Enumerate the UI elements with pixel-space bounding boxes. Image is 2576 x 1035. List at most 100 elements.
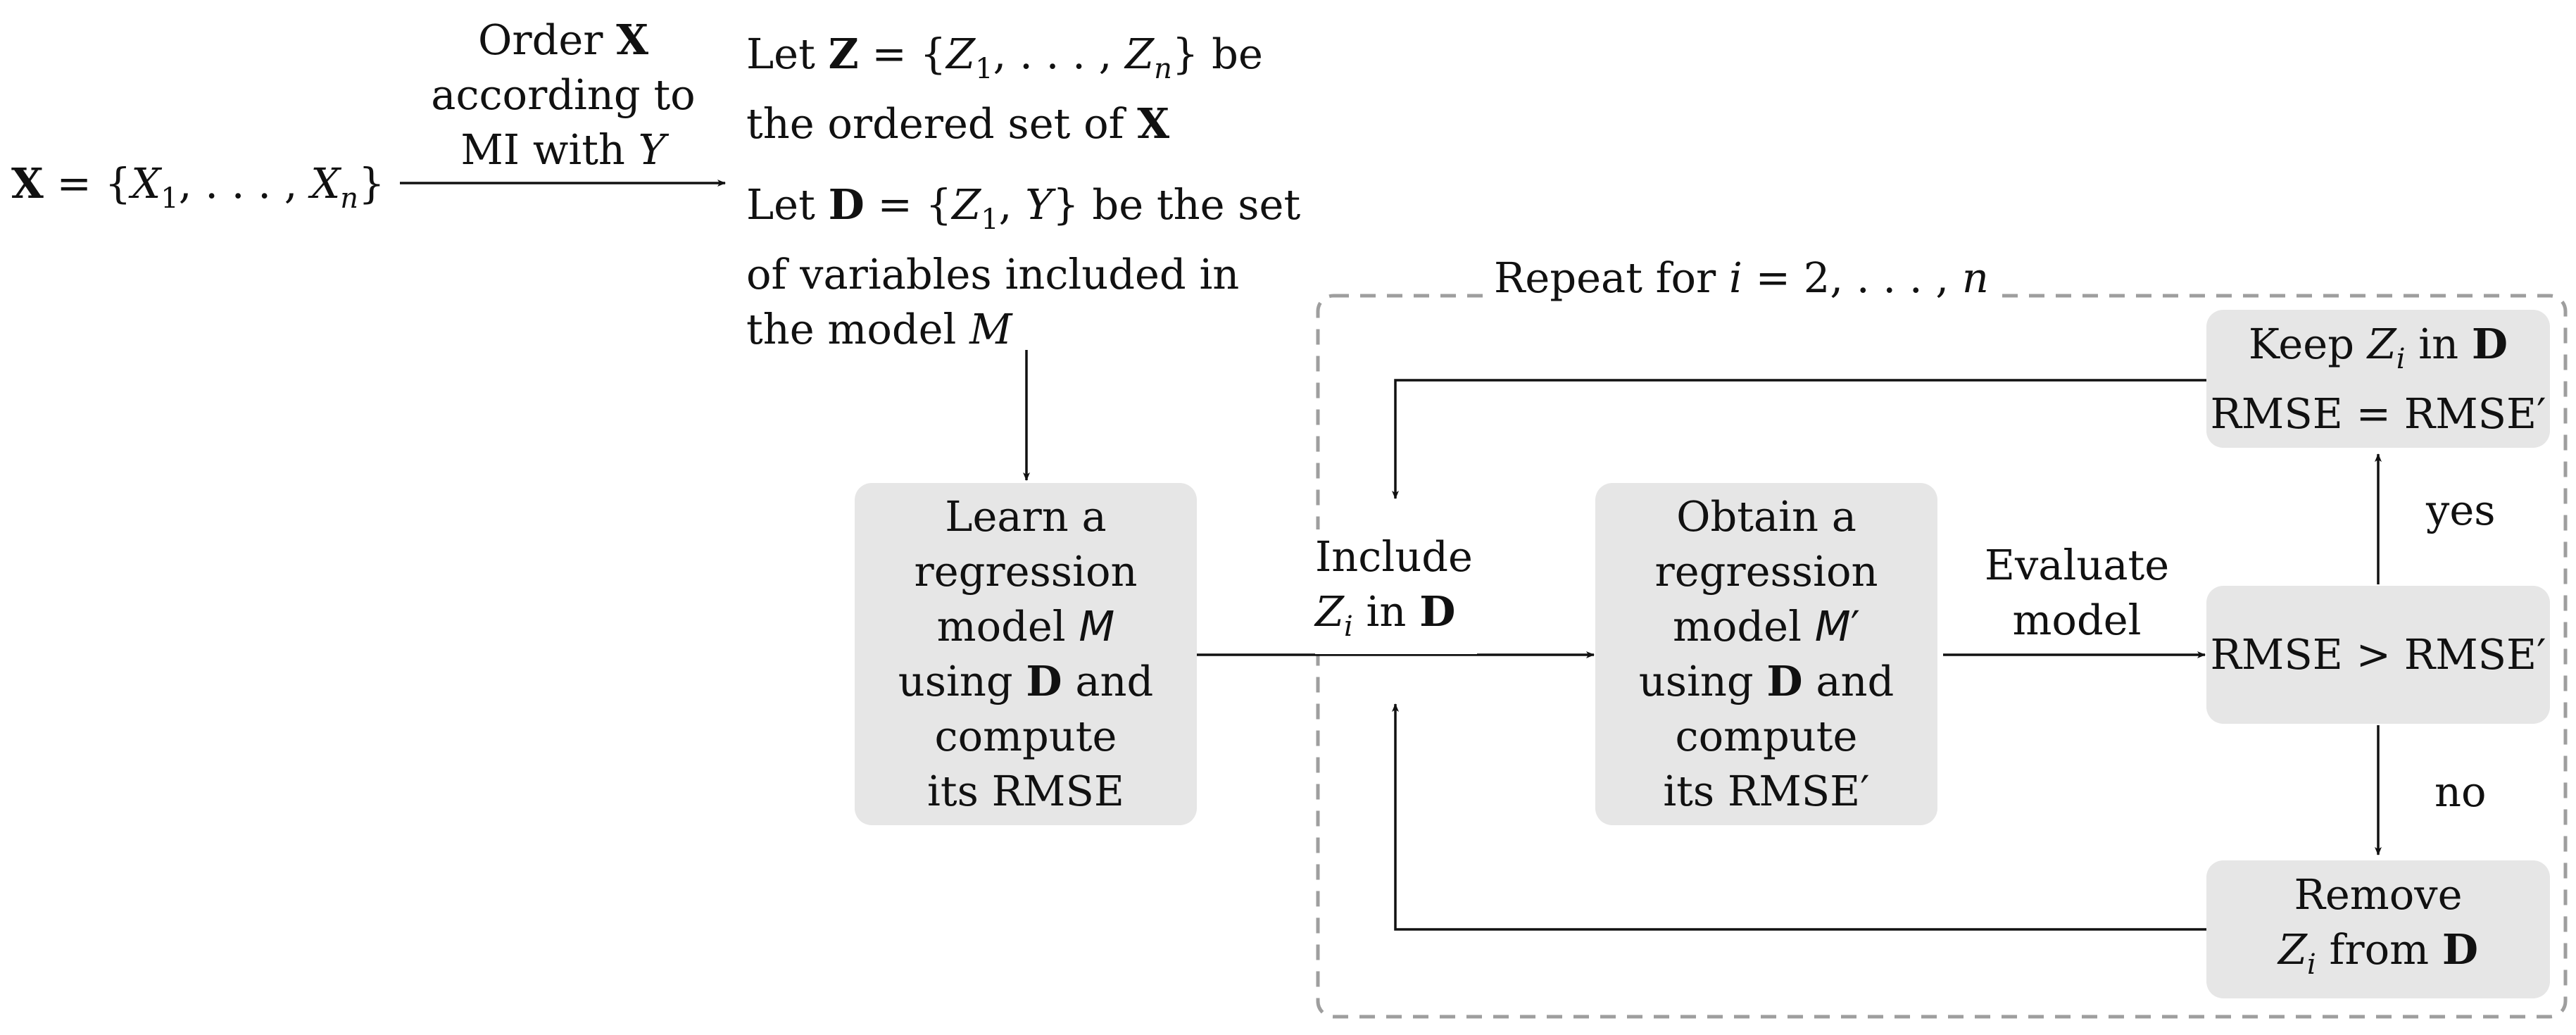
learn-line-3-text: model <box>936 602 1079 651</box>
evaluate-label: Evaluate model <box>1950 538 2204 648</box>
order-line-3: MI with Y <box>394 123 732 177</box>
obtain-line-3-text: model <box>1672 602 1815 651</box>
loop-label-text: Repeat for <box>1494 253 1729 302</box>
remove-line-2: Zi from D <box>2278 922 2478 992</box>
remove-z-sub: i <box>2307 948 2316 981</box>
input-xn: X <box>310 159 341 208</box>
obtain-line-1: Obtain a <box>1676 492 1856 541</box>
z-def-var: Z <box>828 30 859 78</box>
arrow-keep-back-to-include <box>1392 379 2206 499</box>
order-line-1-var: X <box>616 15 648 64</box>
learn-model-symbol: M <box>1079 602 1115 651</box>
include-z: Z <box>1315 587 1344 636</box>
loop-label-var: i <box>1728 253 1742 302</box>
obtain-line-4: using D and <box>1639 654 1895 709</box>
input-separator: , . . . , <box>178 159 311 208</box>
loop-label-n: n <box>1961 253 1989 302</box>
repeat-loop-region <box>1316 294 2568 1019</box>
evaluate-line-1: Evaluate <box>1984 541 2170 589</box>
learn-line-6: its RMSE <box>927 767 1124 815</box>
include-in: in <box>1352 587 1420 636</box>
compare-rmse-box: RMSE > RMSE′ <box>2206 586 2550 724</box>
d-def-let: Let <box>746 180 829 229</box>
input-eq: = { <box>43 159 132 208</box>
include-d: D <box>1419 587 1456 636</box>
d-definition: Let D = {Z1, Y} be the set of variables … <box>746 177 1300 357</box>
learn-line-1: Learn a <box>945 492 1107 541</box>
z-def-let: Let <box>746 30 829 78</box>
obtain-model-box: Obtain a regression model M′ using D and… <box>1595 483 1937 825</box>
z-def-line-2: the ordered set of X <box>746 96 1263 151</box>
order-line-1: Order X <box>394 13 732 68</box>
d-def-y: Y <box>1025 180 1053 229</box>
loop-label-range: = 2, . . . , <box>1742 253 1962 302</box>
keep-z-sub: i <box>2396 342 2406 375</box>
arrow-remove-back-to-include <box>1392 703 2206 931</box>
yes-label: yes <box>2426 486 2496 534</box>
order-line-3-text: MI with <box>460 125 639 174</box>
d-def-line-3-var: M <box>969 305 1012 353</box>
learn-line-4: using D and <box>898 654 1154 709</box>
obtain-line-5: compute <box>1675 712 1858 760</box>
include-line-1: Include <box>1315 532 1473 581</box>
obtain-line-2: regression <box>1654 547 1878 596</box>
z-def-line-1: Let Z = {Z1, . . . , Zn} be <box>746 27 1263 96</box>
input-close: } <box>358 159 385 208</box>
z-def-line-2-text: the ordered set of <box>746 99 1138 148</box>
order-line-2: according to <box>431 70 696 119</box>
z-def-z1: Z <box>946 30 976 78</box>
keep-z: Z <box>2367 319 2396 368</box>
d-def-line-2: of variables included in <box>746 250 1240 299</box>
z-def-zn-sub: n <box>1154 53 1172 85</box>
learn-line-4-text: using <box>898 657 1026 705</box>
include-line-2: Zi in D <box>1315 584 1473 654</box>
remove-z: Z <box>2278 924 2307 974</box>
compare-text: RMSE > RMSE′ <box>2210 630 2546 679</box>
z-def-sep: , . . . , <box>993 30 1126 78</box>
evaluate-line-2: model <box>2012 596 2142 644</box>
keep-in: in <box>2405 319 2472 368</box>
obtain-model-symbol: M <box>1814 602 1851 651</box>
obtain-line-4-text: using <box>1638 657 1767 705</box>
keep-line-1: Keep Zi in D <box>2211 317 2546 387</box>
d-def-sep: , <box>998 180 1026 229</box>
learn-line-2: regression <box>914 547 1138 596</box>
input-x1-subscript: 1 <box>161 182 179 215</box>
d-def-var: D <box>828 180 865 229</box>
repeat-loop-label: Repeat for i = 2, . . . , n <box>1488 251 1994 306</box>
d-def-z1: Z <box>952 180 981 229</box>
keep-d: D <box>2471 319 2508 368</box>
d-def-line-1: Let D = {Z1, Y} be the set <box>746 177 1300 247</box>
remove-line-1: Remove <box>2294 870 2463 919</box>
learn-model-box: Learn a regression model M using D and c… <box>855 483 1197 825</box>
remove-from: from <box>2316 924 2442 974</box>
d-def-eq: = { <box>864 180 953 229</box>
include-z-sub: i <box>1344 610 1353 643</box>
learn-line-5: compute <box>934 712 1117 760</box>
keep-variable-box: Keep Zi in D RMSE = RMSE′ <box>2206 310 2550 448</box>
no-label: no <box>2434 767 2487 816</box>
z-def-close: } be <box>1171 30 1263 78</box>
obtain-line-4-d: D <box>1766 657 1803 705</box>
include-label: Include Zi in D <box>1315 529 1477 654</box>
obtain-line-4-rest: and <box>1802 657 1895 705</box>
d-def-line-3: the model M <box>746 302 1300 357</box>
input-xn-subscript: n <box>340 182 359 215</box>
input-x1: X <box>131 159 161 208</box>
learn-line-4-d: D <box>1026 657 1062 705</box>
input-var-x: X <box>11 159 44 208</box>
obtain-model-prime: ′ <box>1850 602 1861 651</box>
z-definition: Let Z = {Z1, . . . , Zn} be the ordered … <box>746 27 1263 151</box>
d-def-close: } be the set <box>1053 180 1301 229</box>
z-def-eq: = { <box>858 30 947 78</box>
remove-d: D <box>2442 924 2478 974</box>
order-line-3-var: Y <box>638 125 666 174</box>
order-step-label: Order X according to MI with Y <box>394 13 732 177</box>
z-def-line-2-var: X <box>1137 99 1169 148</box>
input-variable-set: X = {X1, . . . , Xn} <box>11 156 385 226</box>
learn-line-4-rest: and <box>1062 657 1154 705</box>
learn-line-3: model M <box>898 599 1154 654</box>
order-line-1-text: Order <box>478 15 617 64</box>
remove-variable-box: Remove Zi from D <box>2206 860 2550 998</box>
